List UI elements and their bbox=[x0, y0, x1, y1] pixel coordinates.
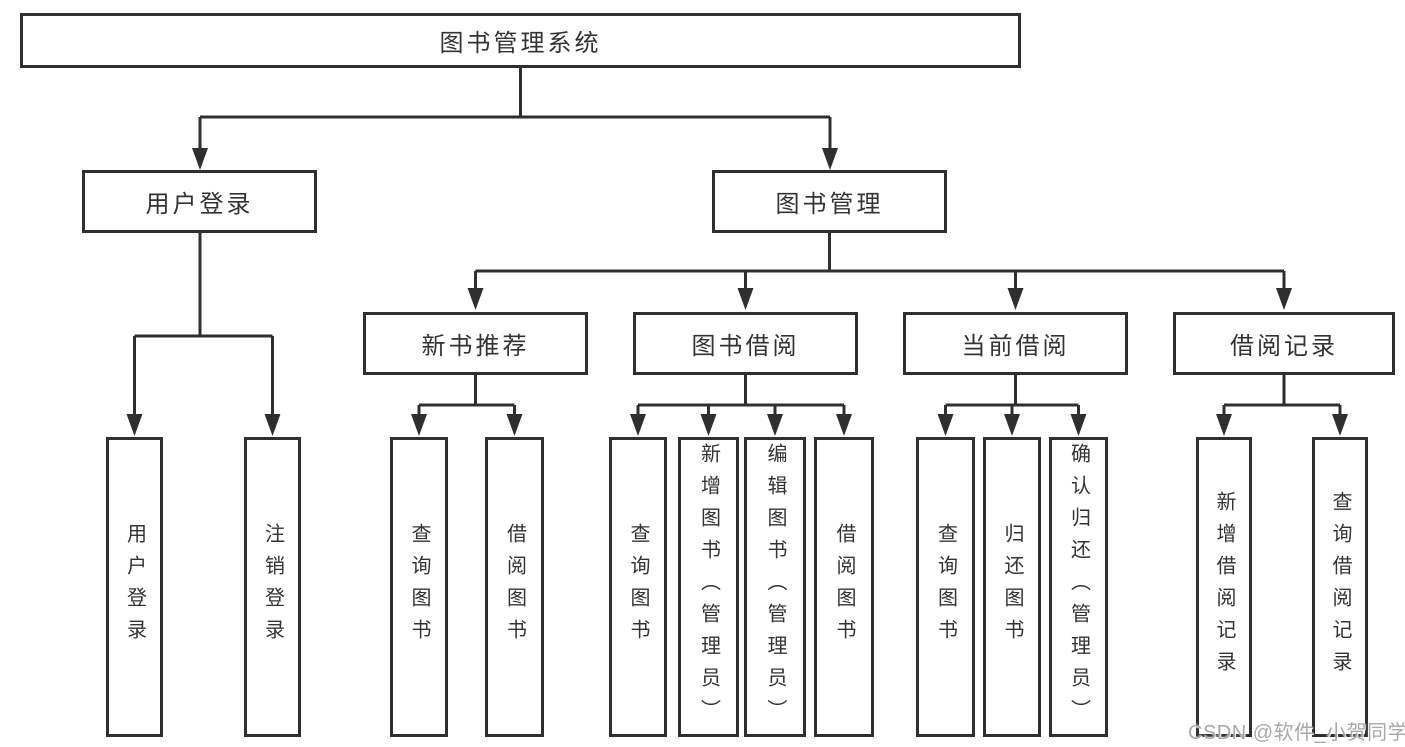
leaf-edit-book-admin: 编辑图书（管理员） bbox=[744, 437, 806, 737]
leaf-label: 查询借阅记录 bbox=[1329, 491, 1351, 683]
leaf-label: 借阅图书 bbox=[503, 523, 526, 651]
arrowhead bbox=[1276, 288, 1292, 310]
leaf-label: 确认归还（管理员） bbox=[1067, 443, 1090, 731]
arrowhead bbox=[411, 414, 427, 436]
node-label: 用户登录 bbox=[145, 191, 254, 218]
leaf-add-book-admin: 新增图书（管理员） bbox=[678, 437, 739, 737]
leaf-logout: 注销登录 bbox=[244, 437, 301, 737]
leaf-label: 注销登录 bbox=[261, 523, 284, 651]
arrowhead bbox=[1216, 414, 1232, 436]
arrowhead bbox=[836, 414, 852, 436]
arrowhead bbox=[700, 414, 717, 436]
node-label: 新书推荐 bbox=[421, 333, 530, 360]
arrowhead bbox=[1332, 414, 1348, 436]
node-new-book-recommendation: 新书推荐 bbox=[363, 312, 588, 375]
node-label: 当前借阅 bbox=[961, 333, 1070, 360]
node-book-management: 图书管理 bbox=[712, 170, 947, 233]
leaf-query-borrow-record: 查询借阅记录 bbox=[1312, 437, 1368, 737]
leaf-user-login: 用户登录 bbox=[106, 437, 163, 737]
arrowhead bbox=[630, 414, 646, 436]
node-label: 图书借阅 bbox=[691, 333, 800, 360]
node-user-login: 用户登录 bbox=[82, 170, 317, 233]
node-label: 图书管理 bbox=[775, 191, 884, 218]
watermark: CSDN @软件_小贺同学 bbox=[1188, 722, 1405, 744]
leaf-return-books: 归还图书 bbox=[983, 437, 1041, 737]
leaf-label: 借阅图书 bbox=[833, 523, 855, 651]
arrowhead bbox=[467, 288, 484, 310]
node-library-management-system: 图书管理系统 bbox=[20, 13, 1021, 68]
leaf-label: 查询图书 bbox=[408, 523, 430, 651]
node-book-borrowing: 图书借阅 bbox=[633, 312, 858, 375]
arrowhead bbox=[737, 288, 754, 310]
leaf-confirm-return-admin: 确认归还（管理员） bbox=[1049, 437, 1108, 737]
leaf-add-borrow-record: 新增借阅记录 bbox=[1196, 437, 1252, 737]
leaf-query-books-borrowing: 查询图书 bbox=[609, 437, 667, 737]
leaf-label: 新增借阅记录 bbox=[1213, 491, 1235, 683]
leaf-borrow-books-borrowing: 借阅图书 bbox=[814, 437, 874, 737]
arrowhead bbox=[192, 148, 208, 170]
arrowhead bbox=[1070, 414, 1087, 436]
leaf-label: 新增图书（管理员） bbox=[697, 443, 720, 731]
node-borrowing-records: 借阅记录 bbox=[1173, 312, 1395, 375]
leaf-label: 编辑图书（管理员） bbox=[764, 443, 786, 731]
arrowhead bbox=[506, 414, 523, 436]
arrowhead bbox=[126, 414, 143, 436]
leaf-label: 用户登录 bbox=[123, 523, 146, 651]
arrowhead bbox=[767, 414, 783, 436]
leaf-label: 查询图书 bbox=[934, 523, 957, 651]
arrowhead bbox=[1007, 288, 1024, 310]
node-current-borrowing: 当前借阅 bbox=[903, 312, 1128, 375]
node-label: 图书管理系统 bbox=[439, 30, 602, 57]
leaf-label: 查询图书 bbox=[627, 523, 649, 651]
leaf-query-books-recommend: 查询图书 bbox=[390, 437, 448, 737]
arrowhead bbox=[822, 148, 838, 170]
arrowhead bbox=[937, 414, 954, 436]
leaf-label: 归还图书 bbox=[1001, 523, 1023, 651]
leaf-borrow-books-recommend: 借阅图书 bbox=[485, 437, 544, 737]
arrowhead bbox=[1004, 414, 1020, 436]
leaf-query-books-current: 查询图书 bbox=[916, 437, 975, 737]
arrowhead bbox=[264, 414, 281, 436]
node-label: 借阅记录 bbox=[1230, 333, 1338, 360]
